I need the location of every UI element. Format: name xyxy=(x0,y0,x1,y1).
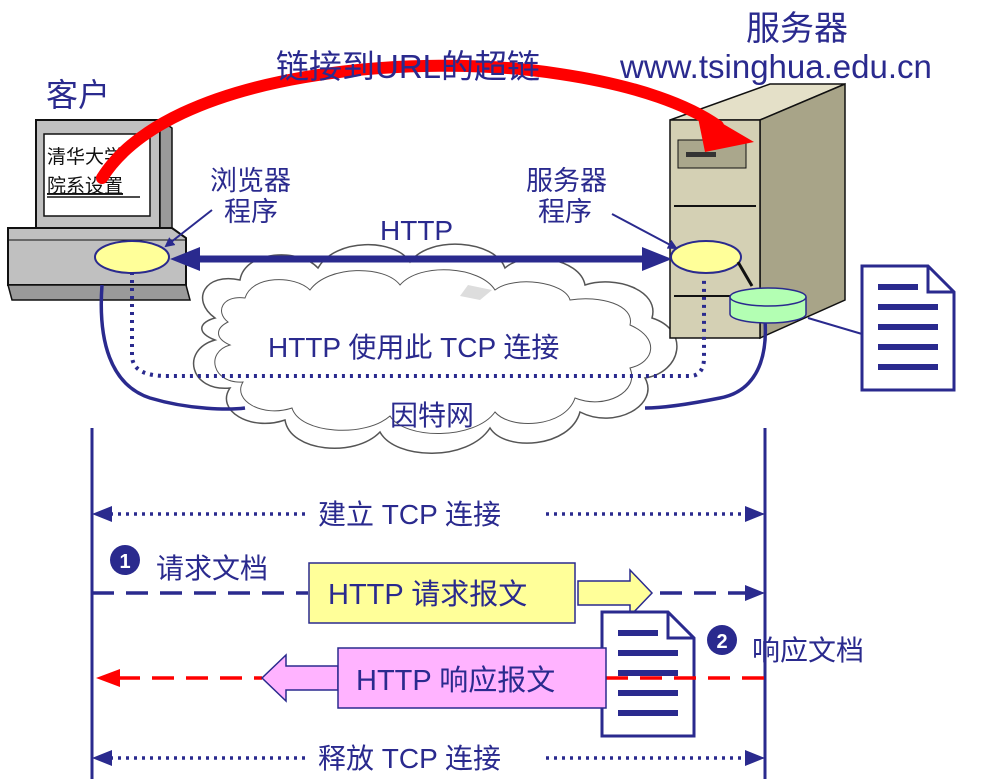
response-message-label: HTTP 响应报文 xyxy=(356,664,555,697)
server-title: 服务器 xyxy=(746,10,848,48)
cloud-tcp-label: HTTP 使用此 TCP 连接 xyxy=(268,332,559,363)
http-label: HTTP xyxy=(380,215,453,246)
hyperlink-arrow xyxy=(96,59,754,184)
response-message-box xyxy=(337,647,607,709)
step1-label: 请求文档 xyxy=(156,553,268,584)
hyperlink-caption: 链接到URL的超链 xyxy=(276,48,540,85)
request-arrow xyxy=(92,568,765,618)
monitor-link-text[interactable]: 院系设置 xyxy=(47,175,123,197)
step2-label: 响应文档 xyxy=(752,635,864,666)
browser-program-oval xyxy=(94,240,170,274)
monitor-text-line1: 清华大学 xyxy=(47,146,123,168)
browser-label-line2: 程序 xyxy=(224,197,278,227)
browser-label-line1: 浏览器 xyxy=(210,166,291,196)
release-tcp-label: 释放 TCP 连接 xyxy=(318,743,501,774)
establish-tcp-arrow xyxy=(92,506,765,522)
server-url: www.tsinghua.edu.cn xyxy=(619,48,932,85)
server-program-label-line1: 服务器 xyxy=(526,166,607,196)
document-icon xyxy=(600,610,696,738)
step1-badge xyxy=(110,545,140,575)
server-tower-icon xyxy=(669,82,846,340)
server-program-oval xyxy=(670,240,742,274)
document-icon xyxy=(860,264,956,392)
step1-number: 1 xyxy=(119,551,130,573)
disk-icon xyxy=(729,287,807,324)
release-tcp-arrow xyxy=(92,750,765,766)
request-message-box xyxy=(308,562,576,624)
http-double-arrow xyxy=(170,247,672,271)
internet-label: 因特网 xyxy=(390,400,474,431)
step2-badge xyxy=(707,625,737,655)
cloud-icon xyxy=(193,243,678,454)
client-label: 客户 xyxy=(46,77,110,113)
server-program-label-line2: 程序 xyxy=(538,197,592,227)
establish-tcp-label: 建立 TCP 连接 xyxy=(318,499,501,530)
step2-number: 2 xyxy=(716,631,727,653)
request-message-label: HTTP 请求报文 xyxy=(328,578,527,611)
response-arrow xyxy=(96,653,770,703)
